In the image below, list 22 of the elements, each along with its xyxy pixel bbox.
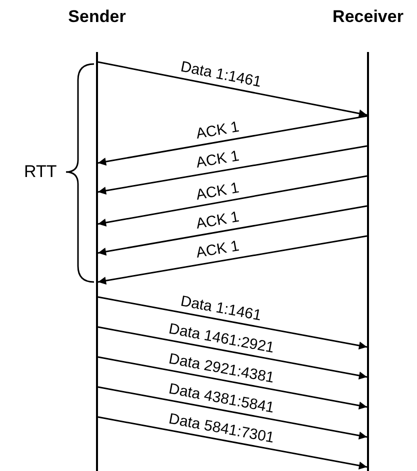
edge-label: ACK 1 (194, 209, 240, 233)
message-arrow (98, 386, 368, 440)
message-arrow (98, 356, 368, 410)
message-arrow (98, 145, 368, 195)
message-arrow (98, 61, 368, 118)
edge-label: ACK 1 (194, 238, 240, 262)
participant-label: Receiver (332, 6, 404, 28)
message-arrow (98, 205, 368, 256)
edge-label: Data 5841:7301 (166, 411, 275, 446)
edge-label: ACK 1 (194, 180, 240, 204)
message-arrow (98, 235, 368, 285)
edge-label: Data 1:1461 (179, 59, 263, 91)
edge-label: Data 1:1461 (179, 293, 263, 324)
edge-label: ACK 1 (194, 148, 240, 172)
message-arrow (98, 296, 368, 350)
participant-label: Sender (67, 6, 127, 28)
edge-label: ACK 1 (194, 119, 240, 143)
interval-label: RTT (24, 162, 57, 182)
message-arrow (98, 416, 368, 470)
message-arrow (98, 326, 368, 380)
message-arrow (98, 115, 368, 166)
message-arrow (98, 175, 368, 227)
